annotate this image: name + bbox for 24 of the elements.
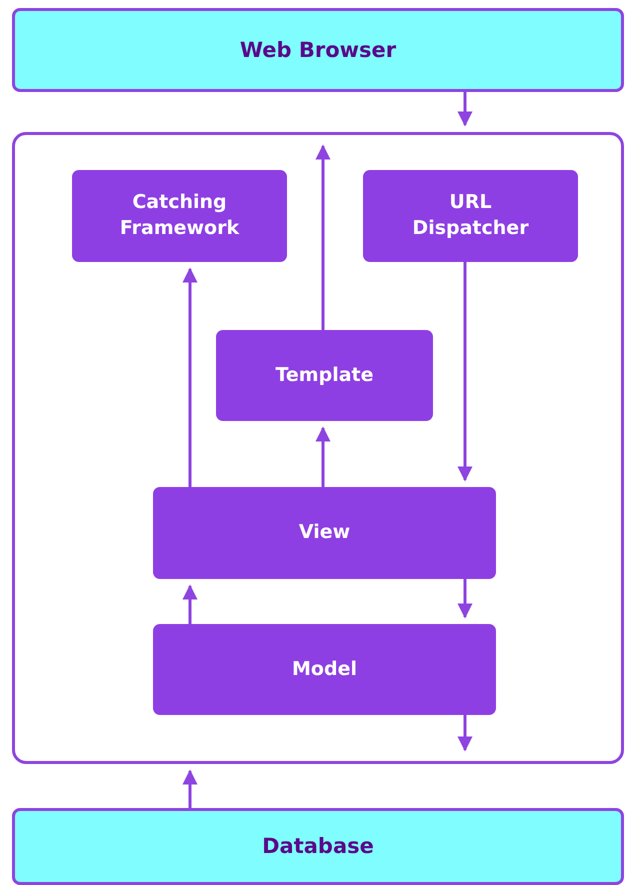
arrow	[182, 584, 198, 624]
process-box	[153, 624, 496, 715]
arrow	[182, 770, 198, 808]
process-box	[363, 170, 578, 262]
node-label: URL Dispatcher	[411, 190, 530, 241]
arrow	[316, 144, 330, 330]
node-label: Catching Framework	[118, 190, 240, 241]
process-box	[72, 170, 287, 262]
framework-panel	[12, 132, 624, 764]
system-box	[12, 8, 624, 92]
system-box	[12, 808, 624, 885]
node-label: View	[298, 520, 350, 546]
node-label: Template	[275, 362, 374, 388]
process-box	[216, 330, 433, 421]
arrow	[458, 92, 472, 126]
arrow	[316, 426, 330, 487]
process-box	[153, 487, 496, 579]
arrow	[458, 715, 472, 752]
node-label: Model	[292, 656, 357, 682]
arrow	[182, 268, 198, 487]
arrow	[458, 579, 472, 618]
node-label: Database	[262, 833, 374, 860]
node-label: Web Browser	[240, 36, 396, 64]
arrow	[458, 262, 472, 482]
